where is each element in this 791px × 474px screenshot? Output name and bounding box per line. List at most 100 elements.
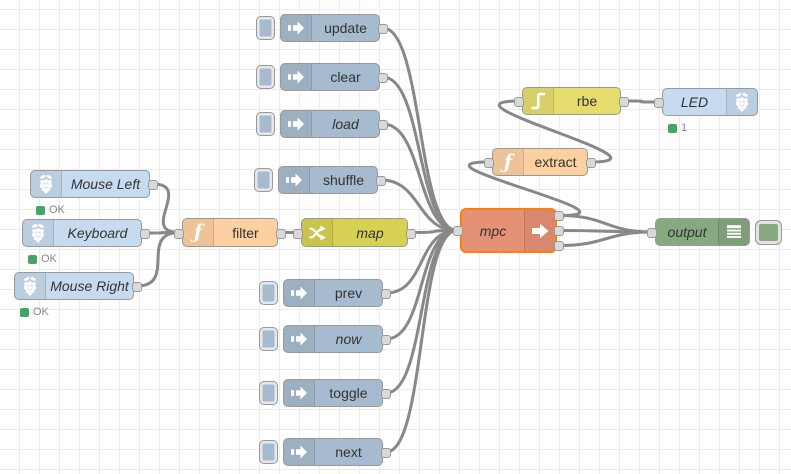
inject-arrow-icon	[284, 326, 315, 352]
raspberry-icon	[15, 273, 46, 299]
mpc-port-out-0[interactable]	[554, 211, 564, 221]
node-keyboard[interactable]: Keyboard	[22, 219, 150, 247]
filter-port-in[interactable]	[174, 228, 184, 239]
prev-label: prev	[334, 285, 363, 301]
clear-inject-button[interactable]	[256, 65, 275, 89]
inject-arrow-icon	[279, 167, 310, 193]
prev-port-out-0[interactable]	[381, 289, 391, 299]
wire-keyboard-filter[interactable]	[143, 231, 181, 235]
led-port-in[interactable]	[654, 98, 664, 108]
node-load[interactable]: load	[256, 110, 388, 138]
filter-label: filter	[232, 224, 259, 241]
rbe-label: rbe	[576, 93, 598, 109]
extract-label: extract	[534, 154, 577, 170]
led-status: 1	[668, 122, 687, 134]
inject-arrow-icon	[284, 280, 315, 306]
mouse-left-status: OK	[36, 204, 65, 216]
keyboard-label: Keyboard	[67, 225, 128, 241]
node-shuffle[interactable]: shuffle	[254, 166, 386, 194]
wire-rbe-led[interactable]	[622, 99, 661, 104]
toggle-label: toggle	[329, 385, 368, 401]
now-label: now	[335, 331, 362, 347]
mpc-label: mpc	[479, 222, 507, 239]
next-port-out-0[interactable]	[381, 448, 391, 458]
keyboard-status-dot	[28, 254, 37, 264]
node-toggle[interactable]: toggle	[259, 379, 391, 407]
wire-shuffle-mpc[interactable]	[379, 178, 459, 232]
next-label: next	[335, 444, 362, 460]
node-mpc[interactable]: mpc	[453, 208, 564, 253]
update-inject-button[interactable]	[256, 16, 275, 40]
wire-mpc-extract[interactable]	[467, 160, 582, 217]
now-inject-button[interactable]	[259, 327, 278, 351]
edge-icon	[523, 88, 554, 114]
raspberry-icon	[726, 89, 757, 115]
output-label: output	[667, 224, 707, 240]
prev-inject-button[interactable]	[259, 281, 278, 305]
wire-mpc-output[interactable]	[558, 230, 654, 247]
mouse-right-port-out-0[interactable]	[132, 282, 142, 292]
load-port-out-0[interactable]	[378, 120, 388, 130]
wire-toggle-mpc[interactable]	[384, 229, 459, 395]
wire-load-mpc[interactable]	[381, 122, 459, 232]
extract-port-out-0[interactable]	[586, 158, 596, 168]
mpc-port-out-1[interactable]	[554, 226, 564, 236]
node-now[interactable]: now	[259, 325, 391, 353]
node-clear[interactable]: clear	[256, 63, 388, 91]
map-port-out-0[interactable]	[406, 228, 416, 239]
node-mouse-left[interactable]: Mouse Left	[30, 170, 158, 198]
mpc-port-out-2[interactable]	[554, 241, 564, 251]
led-status-text: 1	[681, 122, 688, 134]
node-update[interactable]: update	[256, 14, 388, 42]
node-prev[interactable]: prev	[259, 279, 391, 307]
shuffle-inject-button[interactable]	[254, 168, 273, 192]
update-label: update	[324, 20, 367, 36]
now-port-out-0[interactable]	[381, 335, 391, 345]
wire-update-mpc[interactable]	[381, 26, 459, 232]
arrow-right-icon	[524, 210, 555, 251]
node-rbe[interactable]: rbe	[514, 87, 629, 115]
inject-arrow-icon	[284, 380, 315, 406]
output-toggle-button[interactable]	[755, 219, 782, 245]
inject-arrow-icon	[281, 15, 312, 41]
node-mouse-right[interactable]: Mouse Right	[14, 272, 142, 300]
wire-next-mpc[interactable]	[384, 229, 459, 454]
mouse-right-label: Mouse Right	[50, 278, 129, 294]
mouse-left-label: Mouse Left	[70, 176, 141, 192]
mouse-left-port-out-0[interactable]	[148, 180, 158, 190]
swap-arrows-icon	[302, 219, 333, 246]
output-port-in[interactable]	[647, 228, 657, 238]
filter-port-out-0[interactable]	[276, 228, 286, 239]
clear-port-out-0[interactable]	[378, 73, 388, 83]
node-next[interactable]: next	[259, 438, 391, 466]
raspberry-icon	[31, 171, 62, 197]
inject-arrow-icon	[284, 439, 315, 465]
map-port-in[interactable]	[293, 228, 303, 239]
toggle-inject-button[interactable]	[259, 381, 278, 405]
rbe-port-in[interactable]	[514, 97, 524, 107]
load-inject-button[interactable]	[256, 112, 275, 136]
node-led[interactable]: LED	[654, 88, 758, 116]
node-map[interactable]: map	[293, 218, 416, 247]
node-output[interactable]: output	[647, 218, 782, 246]
wire-mouse-right-filter[interactable]	[135, 231, 181, 288]
list-icon	[718, 219, 749, 245]
inject-arrow-icon	[281, 64, 312, 90]
shuffle-port-out-0[interactable]	[376, 176, 386, 186]
rbe-port-out-0[interactable]	[619, 97, 629, 107]
extract-port-in[interactable]	[484, 158, 494, 168]
toggle-port-out-0[interactable]	[381, 389, 391, 399]
update-port-out-0[interactable]	[378, 24, 388, 34]
wire-mouse-left-filter[interactable]	[151, 182, 181, 234]
load-label: load	[332, 116, 359, 132]
next-inject-button[interactable]	[259, 440, 278, 464]
wire-extract-rbe[interactable]	[497, 99, 613, 164]
mpc-port-in[interactable]	[453, 226, 463, 236]
mouse-right-status-dot	[20, 307, 29, 317]
raspberry-icon	[23, 220, 54, 246]
keyboard-port-out-0[interactable]	[140, 229, 150, 239]
